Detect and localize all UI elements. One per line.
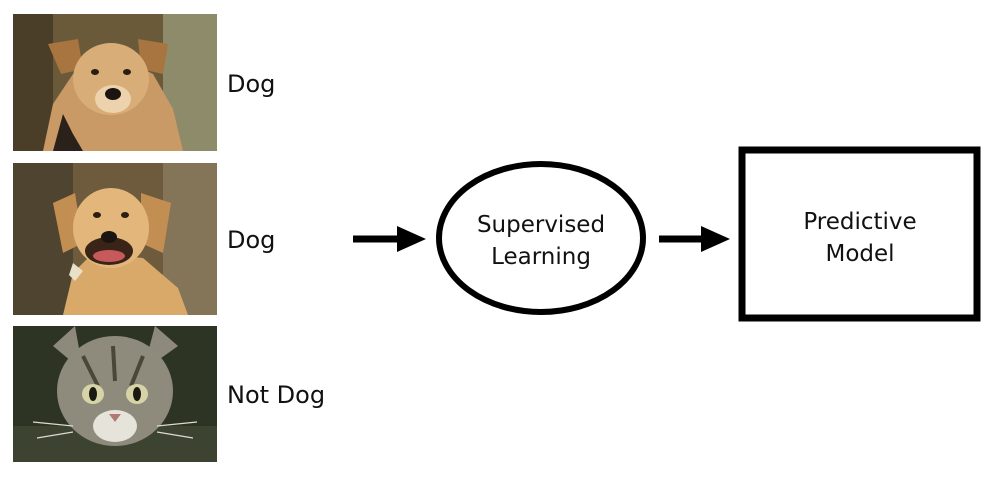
output-line-2: Model bbox=[825, 241, 895, 267]
arrow-right-icon bbox=[659, 226, 730, 252]
dog-photo bbox=[13, 14, 217, 151]
process-node-label: Supervised Learning bbox=[436, 209, 646, 273]
output-line-1: Predictive bbox=[803, 209, 917, 235]
example-label: Dog bbox=[227, 70, 276, 98]
arrow-right-icon bbox=[353, 226, 426, 252]
example-label: Not Dog bbox=[227, 381, 326, 409]
dog-photo bbox=[13, 163, 217, 315]
cat-photo bbox=[13, 326, 217, 462]
example-label: Dog bbox=[227, 226, 276, 254]
process-line-1: Supervised bbox=[476, 212, 606, 238]
output-node-label: Predictive Model bbox=[741, 206, 979, 270]
process-line-2: Learning bbox=[491, 244, 591, 270]
